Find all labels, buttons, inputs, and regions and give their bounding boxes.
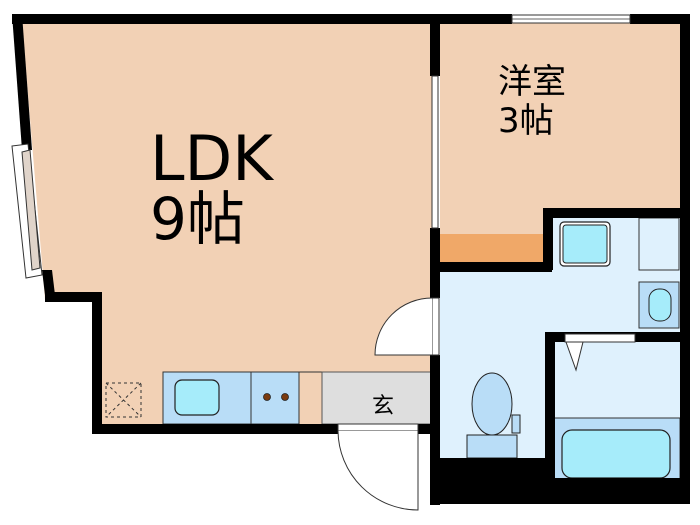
- kitchen-sink: [174, 379, 220, 416]
- stove: [250, 371, 300, 425]
- toilet: [471, 372, 513, 436]
- ldk-size: 9帖: [150, 185, 245, 253]
- ldk-label: LDK: [150, 122, 273, 195]
- door-ldk-wet[interactable]: [374, 297, 433, 356]
- door-entrance[interactable]: [337, 430, 419, 511]
- washer-space: [638, 217, 680, 271]
- ldk-floor: [22, 22, 432, 425]
- entrance-label: 玄: [372, 394, 395, 419]
- toilet-tank: [466, 434, 518, 459]
- door-bath-indicator: [565, 341, 584, 372]
- closet: [440, 234, 545, 264]
- bathtub: [561, 429, 671, 479]
- walls: [12, 14, 690, 505]
- western-room-label: 洋室: [498, 62, 566, 102]
- window-divider: [431, 75, 439, 229]
- window-left: [11, 143, 43, 279]
- refrigerator-space: [105, 382, 142, 418]
- western-room-size: 3帖: [498, 101, 554, 141]
